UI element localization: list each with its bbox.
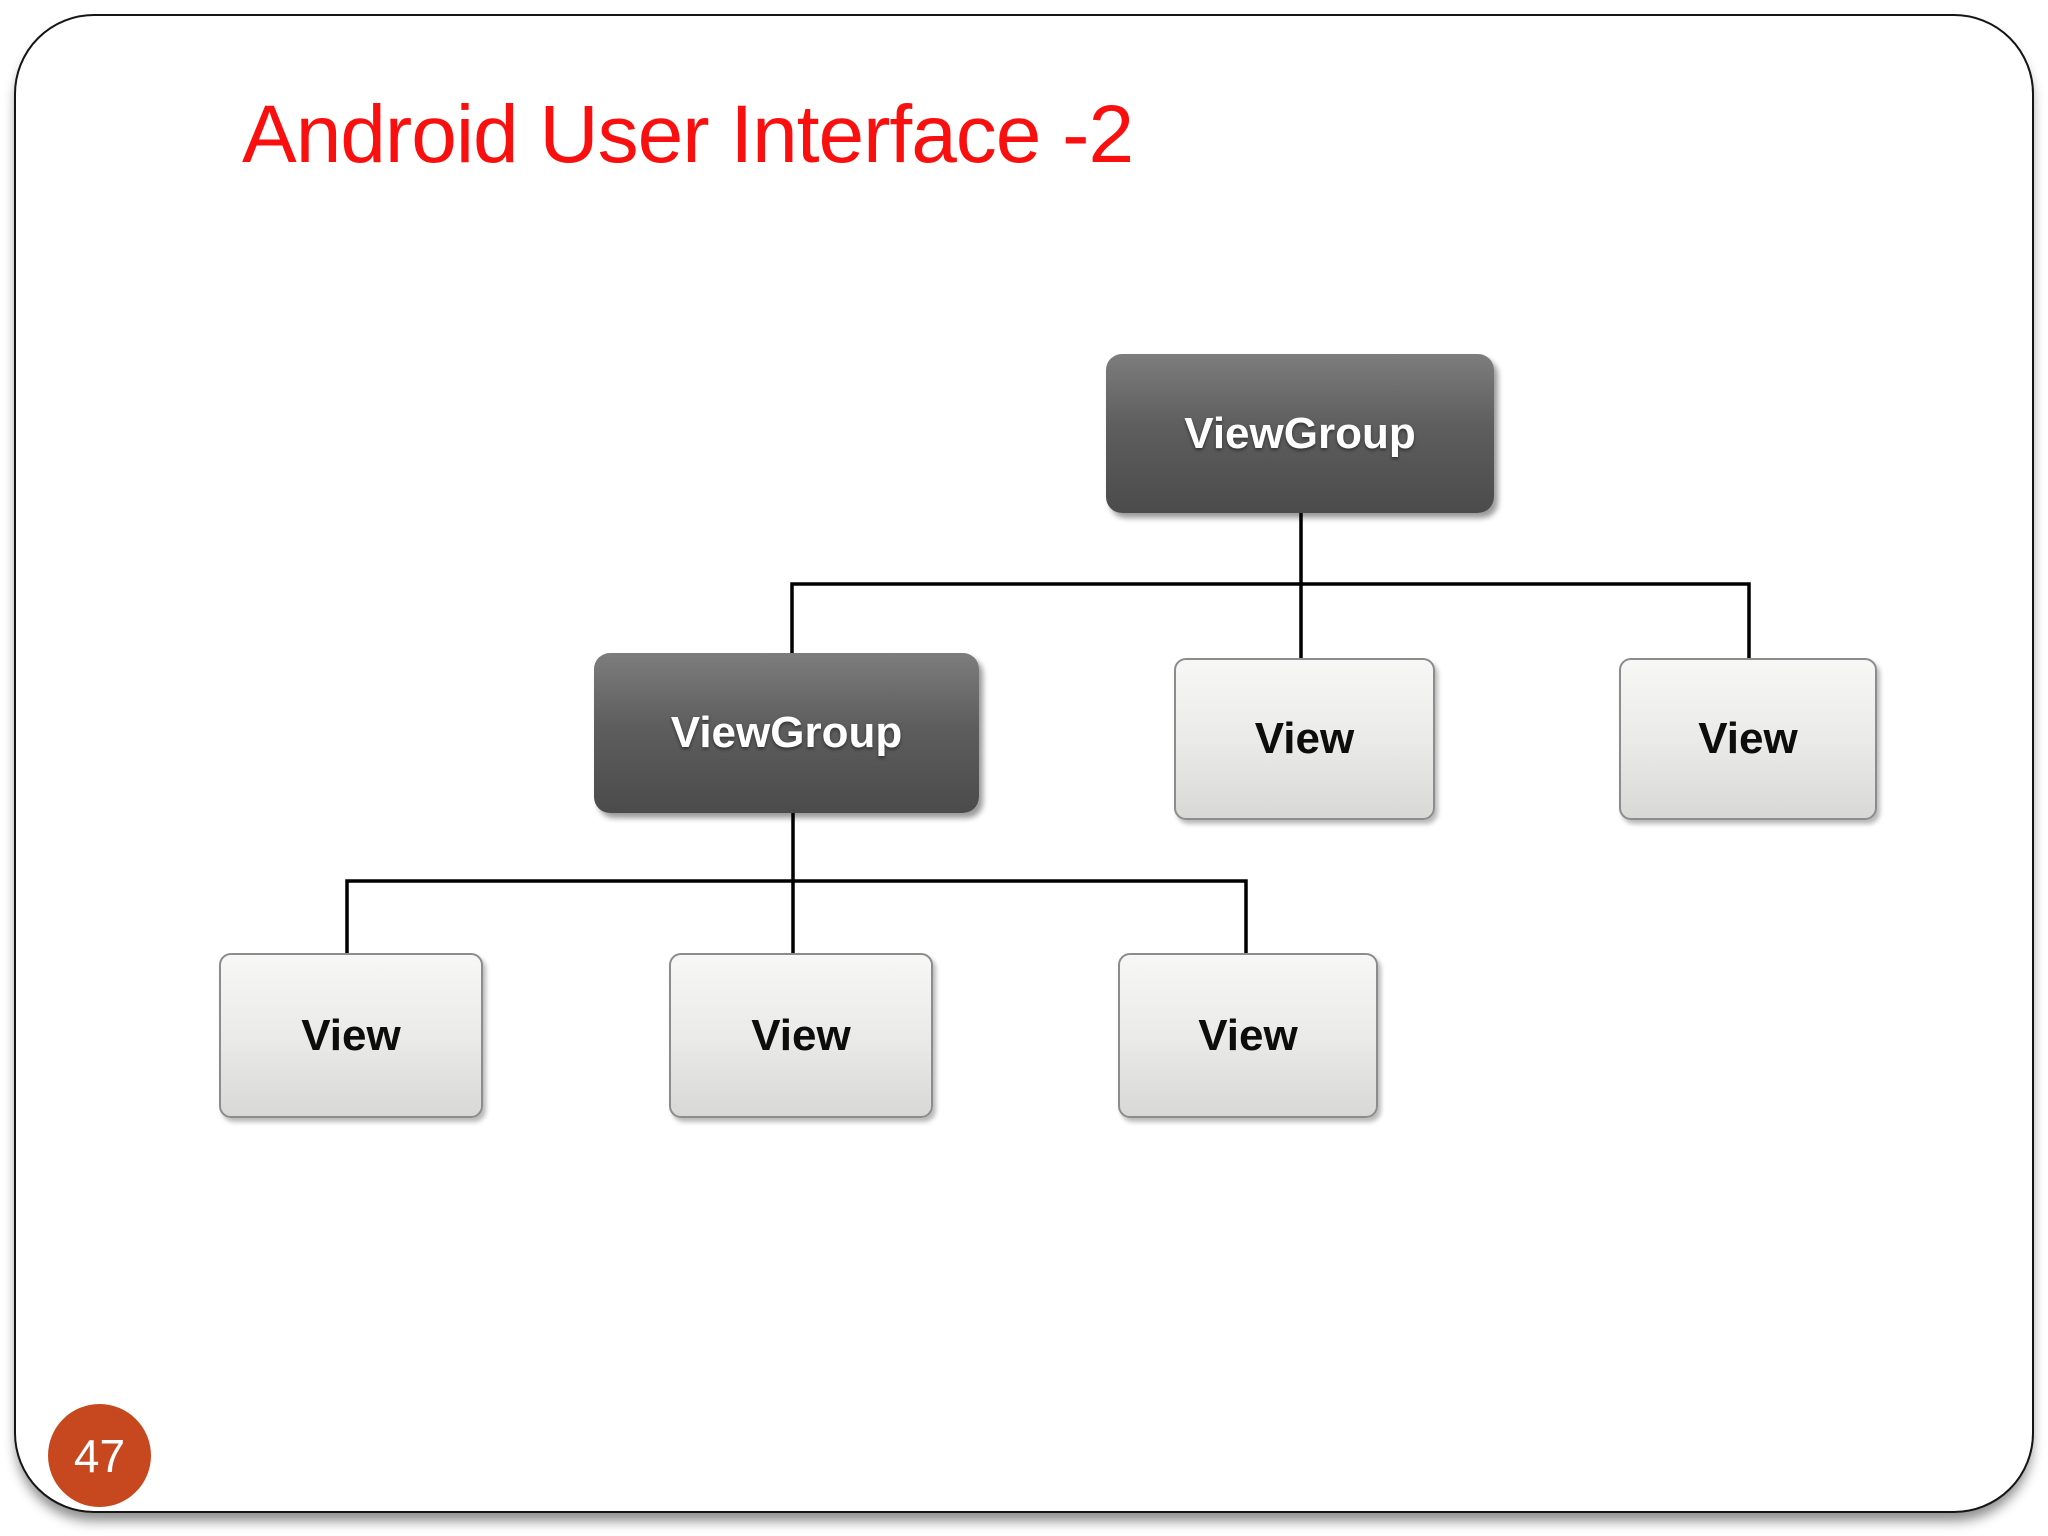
node-viewgroup-root-label: ViewGroup: [1184, 408, 1416, 458]
node-view-bot-3-label: View: [1198, 1010, 1298, 1060]
slide-title: Android User Interface -2: [242, 89, 1134, 180]
node-viewgroup-child: ViewGroup: [594, 653, 979, 813]
node-view-bot-2-label: View: [751, 1010, 851, 1060]
page-number-badge: 47: [48, 1404, 151, 1507]
node-viewgroup-root: ViewGroup: [1106, 354, 1494, 513]
node-view-mid-1: View: [1174, 658, 1435, 820]
node-view-bot-2: View: [669, 953, 933, 1118]
slide-border: Android User Interface -2 ViewGroup View…: [14, 14, 2034, 1513]
page-number: 47: [73, 1429, 126, 1482]
node-view-bot-3: View: [1118, 953, 1378, 1118]
node-view-mid-2-label: View: [1698, 714, 1798, 763]
node-view-mid-1-label: View: [1254, 714, 1355, 763]
node-viewgroup-child-label: ViewGroup: [670, 708, 903, 757]
node-view-mid-2: View: [1619, 658, 1877, 820]
node-view-bot-1: View: [219, 953, 483, 1118]
node-view-bot-1-label: View: [301, 1010, 401, 1060]
